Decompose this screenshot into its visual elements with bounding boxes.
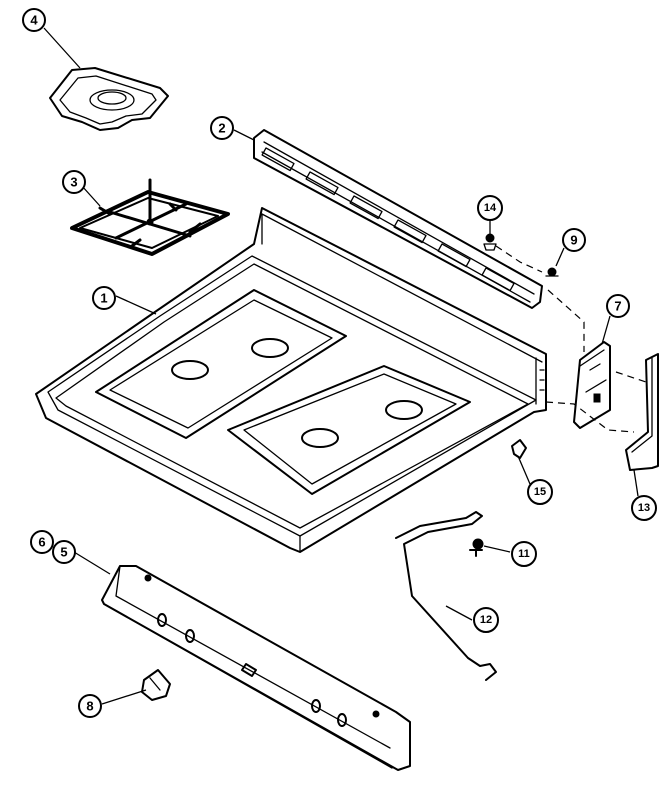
callout-8: 8	[78, 694, 102, 718]
callout-5-label: 5	[60, 545, 67, 560]
leader-lines	[43, 27, 639, 705]
callout-7-label: 7	[614, 299, 621, 314]
callout-14: 14	[477, 195, 503, 221]
callout-12-label: 12	[480, 614, 492, 626]
callout-3: 3	[62, 170, 86, 194]
callout-7: 7	[606, 294, 630, 318]
callout-11-label: 11	[518, 548, 530, 560]
callout-6: 6	[30, 530, 54, 554]
callout-2-label: 2	[218, 121, 225, 136]
callout-6-label: 6	[38, 535, 45, 550]
clip-part	[511, 439, 527, 459]
callout-12: 12	[473, 607, 499, 633]
callout-2: 2	[210, 116, 234, 140]
callout-14-label: 14	[484, 202, 497, 214]
callout-1: 1	[92, 286, 116, 310]
vent-trim-part	[253, 129, 543, 309]
grate-part	[70, 178, 230, 256]
callout-5: 5	[52, 540, 76, 564]
rod-part	[395, 511, 497, 681]
callout-1-label: 1	[100, 291, 107, 306]
screw-part	[483, 233, 497, 251]
callout-4: 4	[22, 8, 46, 32]
screw-part-9	[545, 267, 559, 277]
screw-part-11	[469, 538, 484, 557]
callout-9-label: 9	[570, 233, 577, 248]
callout-4-label: 4	[30, 13, 38, 28]
callout-13: 13	[631, 495, 657, 521]
callout-15-label: 15	[534, 486, 546, 498]
cooktop-part	[35, 207, 547, 553]
burner-cover-part	[49, 67, 169, 131]
callout-3-label: 3	[70, 175, 77, 190]
callout-15: 15	[527, 479, 553, 505]
callout-13-label: 13	[638, 502, 650, 514]
hinge-bracket-part	[573, 341, 611, 429]
callout-8-label: 8	[86, 699, 93, 714]
front-panel-part	[101, 565, 411, 771]
callout-11: 11	[511, 541, 537, 567]
guide-lines	[495, 245, 647, 433]
knob-part	[141, 669, 171, 701]
side-trim-part	[625, 353, 659, 471]
callout-9: 9	[562, 228, 586, 252]
